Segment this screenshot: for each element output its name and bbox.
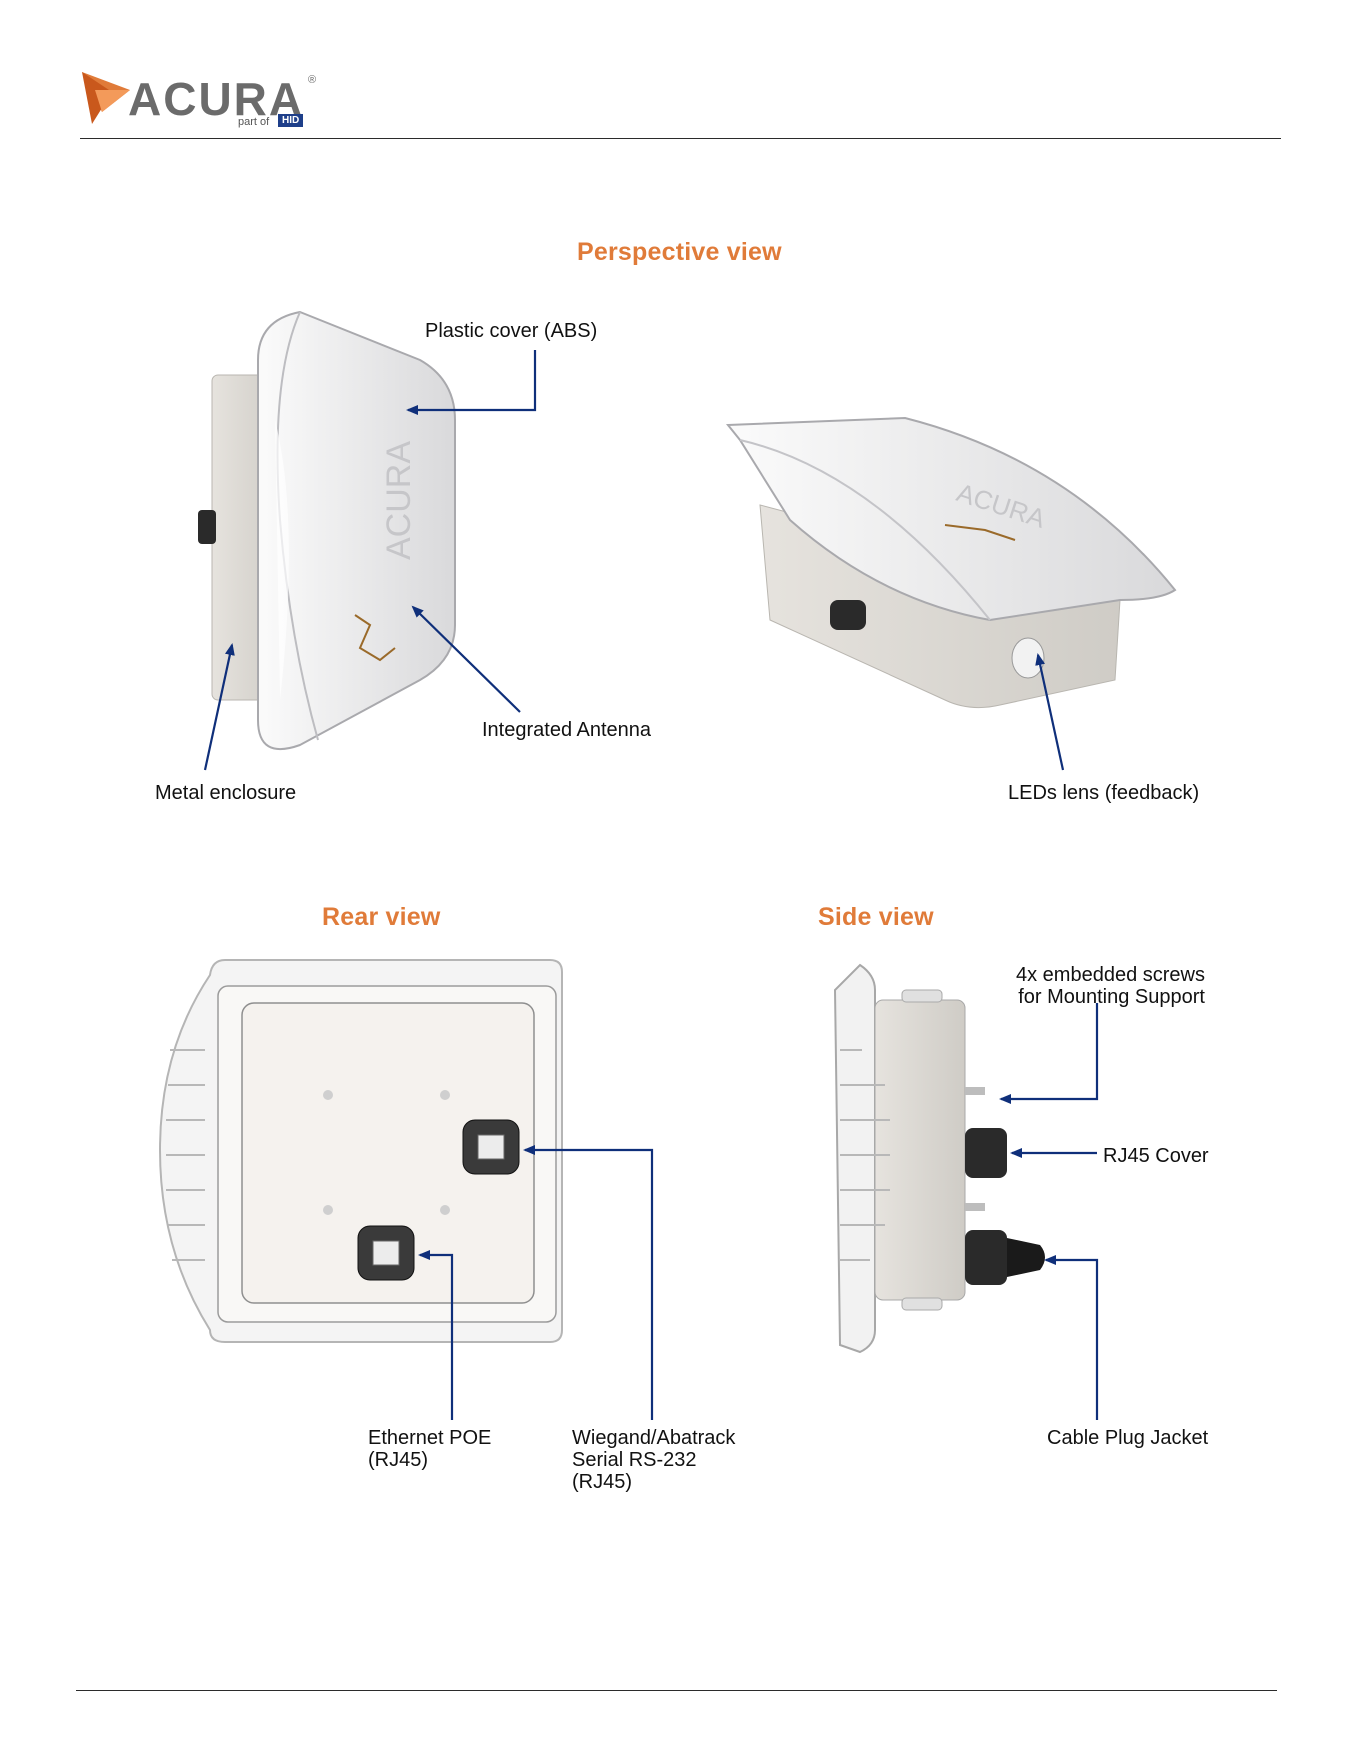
- footer-divider: [76, 1690, 1277, 1691]
- label-metal-enclosure: Metal enclosure: [155, 782, 296, 804]
- label-rj45-cover: RJ45 Cover: [1103, 1145, 1209, 1167]
- label-screws-line1: 4x embedded screws: [1016, 964, 1205, 986]
- label-wiegand: Wiegand/Abatrack Serial RS-232 (RJ45): [572, 1427, 735, 1493]
- label-wiegand-line1: Wiegand/Abatrack: [572, 1427, 735, 1449]
- label-plastic-cover: Plastic cover (ABS): [425, 320, 597, 342]
- side-view-device: [835, 965, 1045, 1352]
- arrow-screws: [1001, 1003, 1097, 1099]
- label-cable-plug-jacket: Cable Plug Jacket: [1047, 1427, 1208, 1449]
- perspective-device-left: ACURA: [198, 312, 455, 749]
- label-wiegand-line2: Serial RS-232: [572, 1449, 735, 1471]
- label-ethernet-line1: Ethernet POE: [368, 1427, 491, 1449]
- label-ethernet-line2: (RJ45): [368, 1449, 491, 1471]
- label-screws-line2: for Mounting Support: [1016, 986, 1205, 1008]
- label-integrated-antenna: Integrated Antenna: [482, 719, 651, 741]
- label-screws: 4x embedded screws for Mounting Support: [1016, 964, 1205, 1008]
- label-ethernet-poe: Ethernet POE (RJ45): [368, 1427, 491, 1471]
- label-wiegand-line3: (RJ45): [572, 1471, 735, 1493]
- label-leds-lens: LEDs lens (feedback): [1008, 782, 1199, 804]
- perspective-device-right: ACURA: [728, 418, 1175, 708]
- svg-text:ACURA: ACURA: [380, 441, 418, 560]
- arrow-cable-plug: [1046, 1260, 1097, 1420]
- rear-view-device: [160, 960, 562, 1342]
